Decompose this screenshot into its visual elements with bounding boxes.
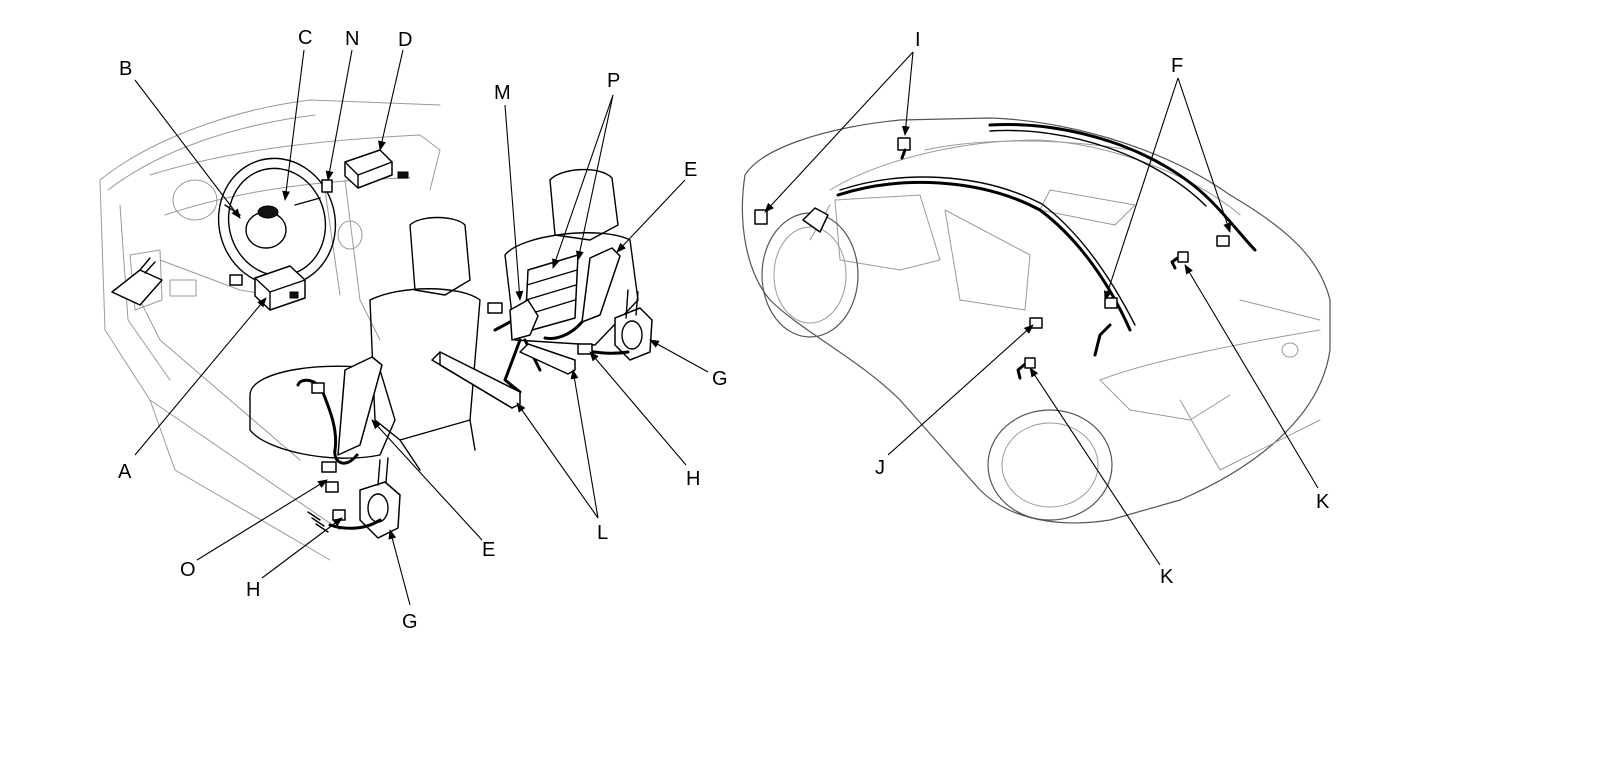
leader-a <box>134 297 267 456</box>
label-m: M <box>494 82 511 104</box>
label-o: O <box>180 559 196 581</box>
label-k-right: K <box>1316 491 1330 513</box>
leader-k-2 <box>1184 264 1319 489</box>
leader-h-left <box>261 517 343 579</box>
leader-g-left <box>388 529 411 606</box>
label-l: L <box>597 522 608 544</box>
leader-f-1 <box>1177 77 1231 233</box>
label-h-left: H <box>246 579 260 601</box>
label-e-left: E <box>482 539 495 561</box>
leader-p-2 <box>575 94 614 261</box>
label-h-right: H <box>686 468 700 490</box>
label-g-left: G <box>402 611 418 633</box>
leader-l-2 <box>570 369 599 519</box>
leader-e-right <box>616 179 686 253</box>
leader-e-left <box>371 419 483 541</box>
interior-view <box>99 99 653 561</box>
label-e-right: E <box>684 159 697 181</box>
leader-lines <box>134 49 1319 606</box>
callout-labels: B C N D M P E G H L E A O H G I F J K K <box>118 27 1330 633</box>
leader-d <box>378 49 404 151</box>
label-b: B <box>119 58 132 80</box>
label-i: I <box>915 29 921 51</box>
leader-l-1 <box>516 402 599 519</box>
leader-p-1 <box>552 94 614 269</box>
leader-o <box>196 479 328 561</box>
leader-k-1 <box>1029 367 1161 566</box>
leader-f-2 <box>1104 77 1179 301</box>
label-a: A <box>118 461 132 483</box>
leader-b <box>134 79 241 219</box>
leader-n <box>325 49 353 181</box>
label-p: P <box>607 70 620 92</box>
leader-h-right <box>589 351 687 466</box>
leader-i-1 <box>901 51 914 136</box>
label-n: N <box>345 28 359 50</box>
leader-c <box>282 49 305 201</box>
label-j: J <box>875 457 885 479</box>
label-k-bottom: K <box>1160 566 1174 588</box>
label-d: D <box>398 29 412 51</box>
leader-g-right <box>649 339 709 373</box>
leader-j <box>887 324 1034 456</box>
label-f: F <box>1171 55 1183 77</box>
leader-i-2 <box>764 51 914 213</box>
label-g-right: G <box>712 368 728 390</box>
label-c: C <box>298 27 312 49</box>
exterior-view <box>741 117 1331 524</box>
leader-m <box>504 104 524 301</box>
